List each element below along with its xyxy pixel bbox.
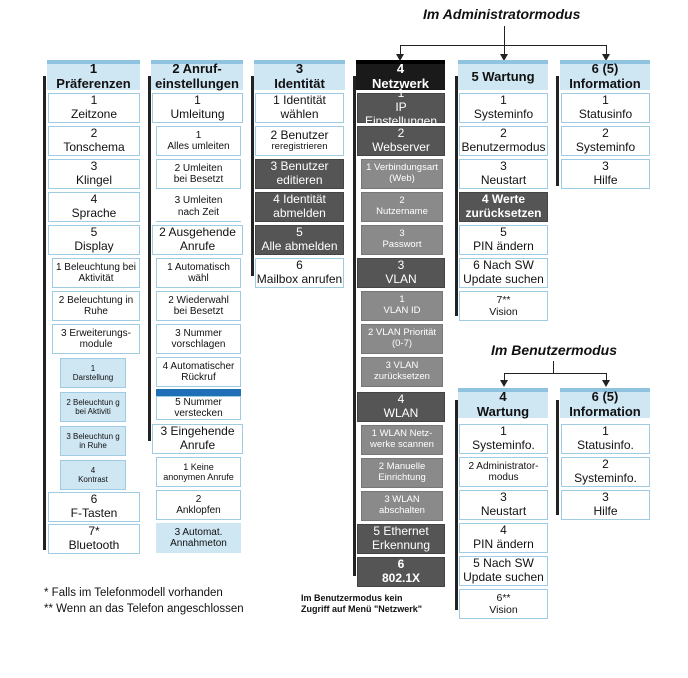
col2-header[interactable]: 2 Anruf-einstellungen	[151, 60, 243, 91]
network-note: Im Benutzermodus kein Zugriff auf Menü "…	[301, 593, 423, 615]
webserver-subitem[interactable]: 1 Verbindungsart(Web)	[361, 159, 443, 189]
eingehende-subitem[interactable]: 3 Automat.Annahmeton	[156, 523, 241, 553]
user-mode-title: Im Benutzermodus	[491, 342, 618, 358]
col6-header[interactable]: 6 (5)Information	[560, 60, 650, 91]
vlan-subitem[interactable]: 2 VLAN Priorität(0-7)	[361, 324, 443, 354]
user-wartung-item[interactable]: 6**Vision	[459, 589, 548, 619]
user-info-header[interactable]: 6 (5)Information	[560, 388, 650, 419]
col5-item[interactable]: 7**Vision	[459, 291, 548, 321]
wlan-subitem[interactable]: 1 WLAN Netz-werke scannen	[361, 425, 443, 455]
col1-item[interactable]: 7*Bluetooth	[48, 524, 140, 554]
footnote: ** Wenn an das Telefon angeschlossen	[44, 603, 244, 615]
user-wartung-item[interactable]: 2 Administrator-modus	[459, 457, 548, 487]
selection-bar	[156, 389, 241, 396]
footnote: * Falls im Telefonmodell vorhanden	[44, 587, 223, 599]
col5-header[interactable]: 5 Wartung	[458, 60, 548, 90]
admin-mode-title: Im Administratormodus	[423, 6, 581, 22]
display-subitem[interactable]: 3 Erweiterungs-module	[52, 324, 140, 354]
